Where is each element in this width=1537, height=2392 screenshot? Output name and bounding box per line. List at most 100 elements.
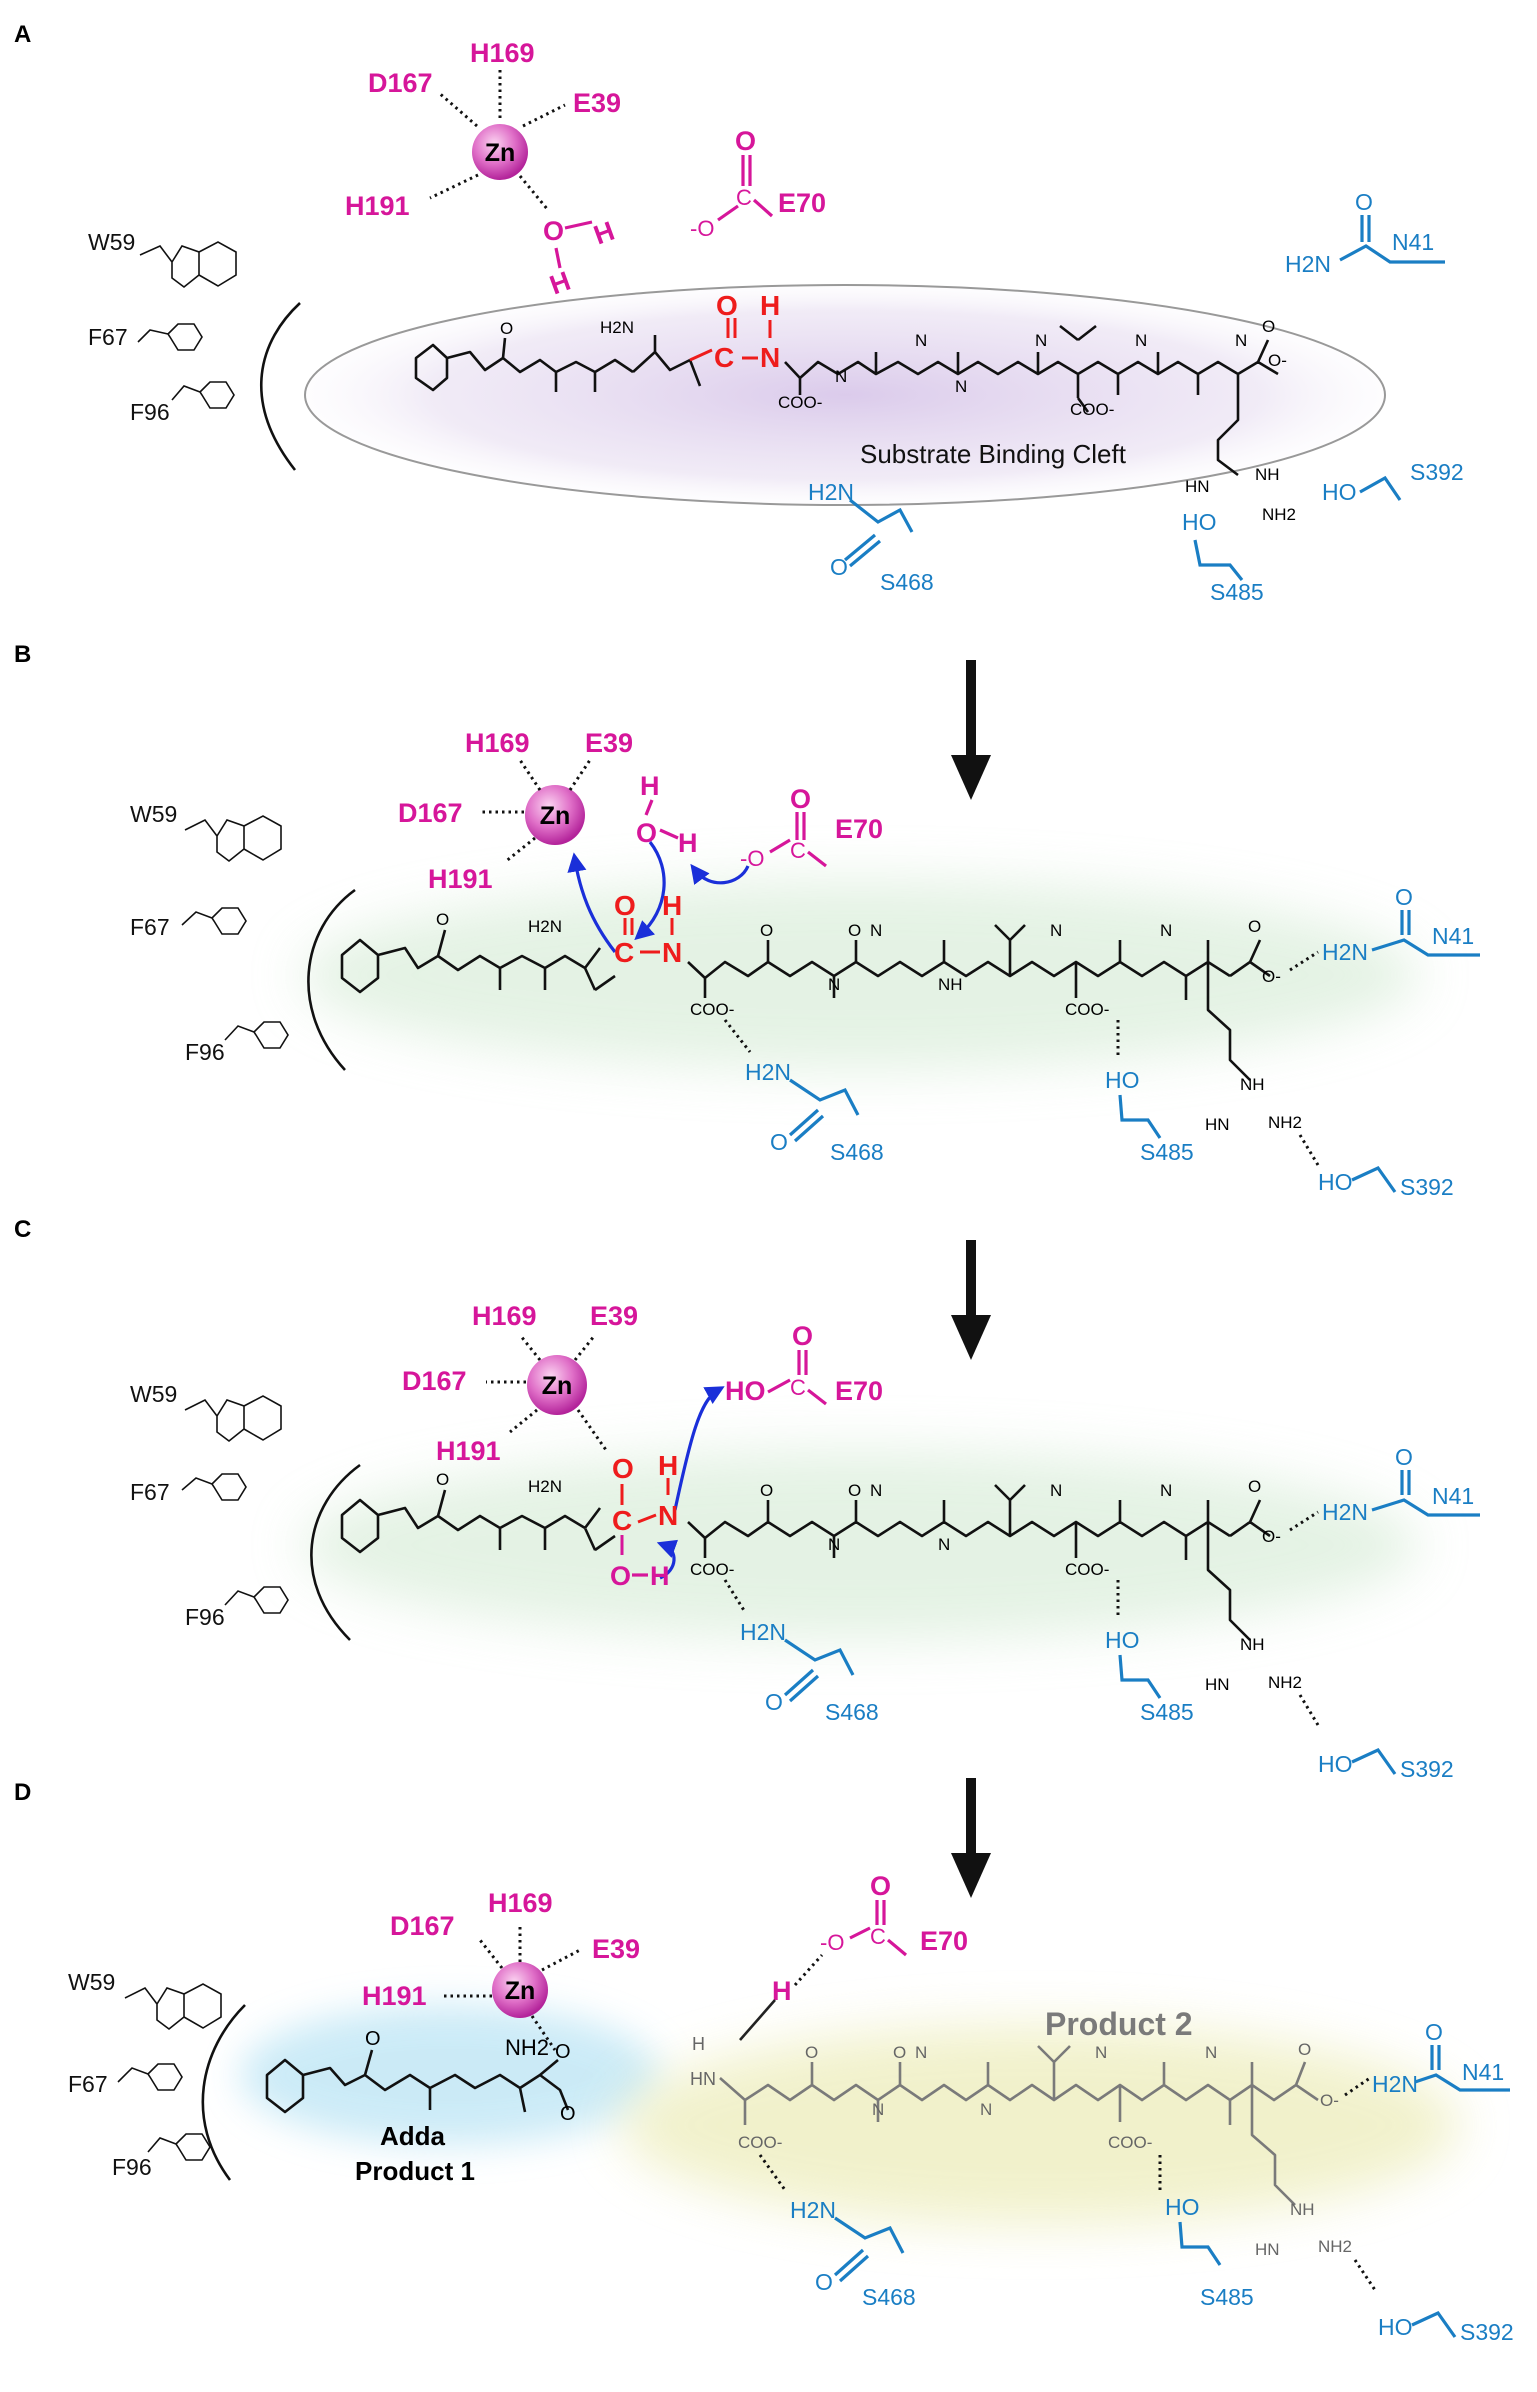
water-hydrogen: H: [546, 266, 575, 301]
e70-c: C: [790, 1375, 806, 1400]
ammonium-hn: HN: [690, 2069, 716, 2089]
residue-s468: S468: [830, 1139, 884, 1165]
s468-chain: [784, 1638, 855, 1676]
zn-coord-bond: [437, 90, 478, 128]
s485-ho: HO: [1182, 509, 1217, 535]
coo-label: COO-: [1065, 1000, 1109, 1019]
ligand-e39: E39: [573, 88, 621, 118]
panel-c: C Zn H169 E39 D167 H191 O HO C E70: [14, 1216, 1480, 1782]
nh2-label: NH2: [1262, 505, 1296, 524]
tetra-n: N: [658, 1500, 678, 1531]
ligand-h169: H169: [488, 1888, 553, 1918]
methoxy-o: O: [500, 319, 513, 338]
polar-residues-c: O H2N N41 H2N O S468 HO S485 HO S392: [740, 1444, 1480, 1782]
residue-w59: W59: [130, 801, 177, 827]
h-bond: [1298, 1694, 1320, 1726]
s392-chain: [1411, 2310, 1457, 2338]
electron-arrow: [656, 1539, 679, 1580]
product-1: O NH2 O O Adda Product 1: [265, 2028, 576, 2186]
product-2: Product 2 H HN COO- COO- O O N N N N N O…: [690, 2006, 1377, 2291]
peptide-backbone: [687, 1484, 1271, 1641]
n41-chain: [1414, 2073, 1510, 2092]
nh2-label: NH2: [1318, 2237, 1352, 2256]
residue-s392: S392: [1400, 1174, 1454, 1200]
scissile-c: C: [614, 937, 634, 968]
e70-label: E70: [920, 1926, 968, 1956]
scissile-o: O: [614, 890, 636, 921]
zn-site-a: Zn D167 H169 E39 H191 O H H: [345, 38, 621, 300]
n41-chain: [1339, 244, 1445, 264]
ligand-h191: H191: [362, 1981, 427, 2011]
residue-f67: F67: [130, 1479, 170, 1505]
electron-arrow: [634, 841, 666, 941]
n-label: N: [828, 975, 840, 994]
s468-chain: [849, 498, 914, 533]
s485-ho: HO: [1105, 1067, 1140, 1093]
ligand-h191: H191: [428, 864, 493, 894]
s468-nh2: H2N: [745, 1059, 791, 1085]
indole-icon: [139, 241, 237, 289]
e70-label: E70: [835, 814, 883, 844]
n-label: N: [1095, 2043, 1107, 2062]
water-oxygen: O: [636, 818, 657, 848]
zn-coord-bond: [576, 1409, 608, 1451]
zn-coord-bond: [522, 103, 566, 128]
coo-label: COO-: [1108, 2133, 1152, 2152]
zinc-label: Zn: [485, 139, 516, 167]
n-label: N: [828, 1535, 840, 1554]
e70-bond: [752, 198, 774, 218]
nh-label: NH: [1240, 1075, 1265, 1094]
s485-chain: [1193, 539, 1244, 581]
e70-anion-o: -O: [740, 846, 764, 871]
s468-co: [843, 533, 877, 562]
aromatic-residues-d: W59 F67 F96: [68, 1969, 246, 2181]
o-label: O: [848, 1481, 861, 1500]
phenyl-icon: [181, 907, 247, 935]
zn-coord-bond: [518, 759, 542, 791]
n-label: N: [1160, 1481, 1172, 1500]
scissile-o: O: [716, 290, 738, 321]
scissile-n: N: [662, 937, 682, 968]
e70-o: O: [790, 784, 811, 814]
pocket-wall: [307, 888, 356, 1071]
amine-label: H2N: [528, 1477, 562, 1496]
tetra-cn: [637, 1513, 657, 1524]
o-label: O: [1248, 1477, 1261, 1496]
zn-site-b: Zn H169 E39 D167 H191 O H H: [398, 728, 698, 894]
ligand-h169: H169: [472, 1301, 537, 1331]
residue-n41: N41: [1392, 229, 1434, 255]
h-bond: [793, 1953, 824, 1987]
residue-n41: N41: [1432, 1483, 1474, 1509]
aromatic-residues-b: W59 F67 F96: [130, 801, 356, 1071]
s468-nh2: H2N: [808, 479, 854, 505]
zn-coord-bond: [568, 759, 592, 791]
phenyl-icon: [117, 2063, 183, 2091]
zn-site-c: Zn H169 E39 D167 H191: [402, 1301, 638, 1466]
s468-co: [848, 539, 882, 568]
n41-nh2: H2N: [1322, 1499, 1368, 1525]
tetra-c: C: [612, 1505, 632, 1536]
ligand-h191: H191: [345, 191, 410, 221]
peptide-backbone: [687, 924, 1271, 1081]
n41-o: O: [1395, 884, 1413, 910]
scissile-c: C: [714, 342, 734, 373]
zn-site-d: Zn D167 H169 E39 H191: [362, 1888, 640, 2051]
s485-chain: [1118, 1094, 1162, 1139]
ligand-d167: D167: [390, 1911, 455, 1941]
scissile-bond: [689, 348, 713, 362]
polar-residues-a: O H2N N41 HO S392 H2N O S468 HO S485: [808, 189, 1464, 605]
s468-co: [833, 2248, 865, 2277]
phenyl-icon: [181, 1473, 247, 1501]
n41-chain: [1371, 938, 1480, 957]
methoxy-o: O: [436, 1470, 449, 1489]
panel-a: A Zn D167 H169 E39 H191 O H H O -O: [14, 21, 1464, 605]
substrate-a: O H2N C O N H COO- COO- N N N N N N O O-…: [414, 290, 1296, 524]
nh-label: NH: [1290, 2200, 1315, 2219]
blue-glow: [240, 2005, 660, 2145]
residue-s485: S485: [1140, 1699, 1194, 1725]
zn-coord-bond: [504, 836, 536, 864]
ligand-h191: H191: [436, 1436, 501, 1466]
pocket-wall: [201, 2004, 246, 2181]
zinc-label: Zn: [542, 1372, 573, 1400]
o-label: O: [560, 2103, 576, 2125]
